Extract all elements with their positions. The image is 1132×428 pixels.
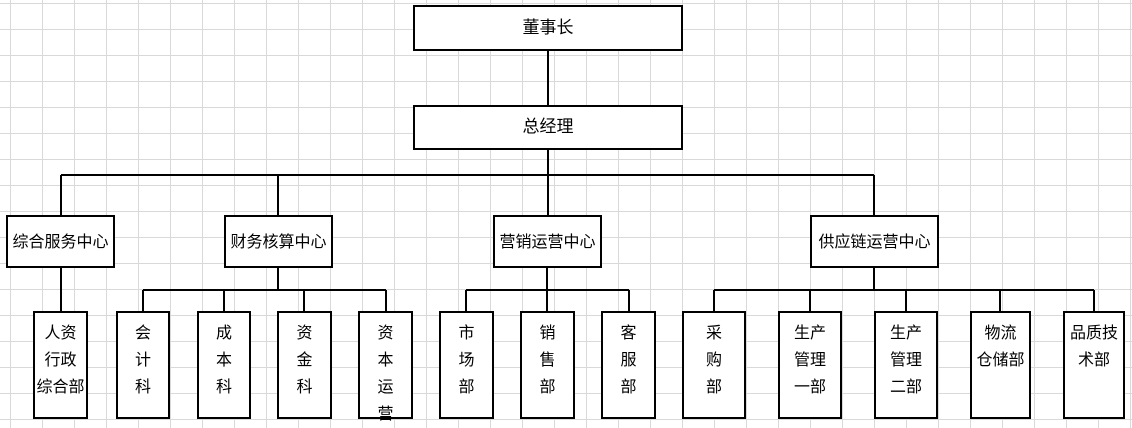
org-node-label-line: 部 bbox=[620, 377, 637, 396]
org-node-label-line: 会 bbox=[134, 323, 151, 342]
org-node-label-line: 部 bbox=[705, 377, 722, 396]
org-node-funds-section: 资金科 bbox=[277, 311, 332, 419]
org-node-cost-section: 成本科 bbox=[197, 311, 251, 419]
org-node-label-line: 部 bbox=[458, 377, 475, 396]
org-node-label-line: 科 bbox=[296, 377, 313, 396]
org-node-label-line: 成 bbox=[215, 323, 232, 342]
org-node-production-mgmt-1: 生产管理一部 bbox=[778, 311, 842, 419]
org-node-label-line: 一部 bbox=[793, 377, 826, 396]
org-node-label-line: 二部 bbox=[889, 377, 922, 396]
org-node-label-line: 供应链运营中心 bbox=[818, 232, 931, 251]
org-node-label-line: 金 bbox=[296, 350, 313, 369]
org-node-label-line: 客 bbox=[620, 323, 637, 342]
org-node-supply-chain-ops: 供应链运营中心 bbox=[810, 215, 939, 268]
org-node-logistics-warehouse: 物流仓储部 bbox=[970, 311, 1031, 419]
org-node-label-line: 资 bbox=[296, 323, 313, 342]
org-node-label-line: 服 bbox=[620, 350, 637, 369]
org-node-label-line: 总经理 bbox=[522, 117, 574, 137]
org-node-label-line: 营销运营中心 bbox=[499, 232, 596, 251]
org-node-label-line: 董事长 bbox=[522, 17, 574, 38]
org-node-label-line: 科 bbox=[215, 377, 232, 396]
org-node-capital-ops-section: 资本运营科 bbox=[358, 311, 413, 423]
org-node-marketing-ops: 营销运营中心 bbox=[493, 215, 602, 268]
org-node-market-dept: 市场部 bbox=[439, 311, 494, 419]
org-node-label-line: 资 bbox=[377, 323, 394, 342]
org-node-label-line: 购 bbox=[705, 350, 722, 369]
org-node-label-line: 售 bbox=[539, 350, 556, 369]
org-node-label-line: 计 bbox=[134, 350, 151, 369]
org-node-accounting-section: 会计科 bbox=[116, 311, 170, 419]
org-node-label-line: 综合部 bbox=[36, 377, 85, 396]
org-node-general-manager: 总经理 bbox=[413, 105, 683, 150]
org-node-label-line: 生产 bbox=[793, 323, 826, 342]
org-node-sales-dept: 销售部 bbox=[520, 311, 575, 419]
org-node-label-line: 生产 bbox=[889, 323, 922, 342]
org-node-label-line: 场 bbox=[458, 350, 475, 369]
org-node-label-line: 科 bbox=[134, 377, 151, 396]
org-node-label-line: 综合服务中心 bbox=[12, 232, 109, 251]
org-node-label-line: 本 bbox=[215, 350, 232, 369]
org-node-label-line: 本 bbox=[377, 350, 394, 369]
org-node-label-line: 采 bbox=[705, 323, 722, 342]
org-node-hr-admin: 人资行政综合部 bbox=[33, 311, 88, 419]
org-node-label-line: 行政 bbox=[44, 350, 77, 369]
org-node-label-line: 市 bbox=[458, 323, 475, 342]
org-node-production-mgmt-2: 生产管理二部 bbox=[874, 311, 938, 419]
org-node-finance-accounting: 财务核算中心 bbox=[224, 215, 333, 268]
org-node-label-line: 财务核算中心 bbox=[230, 232, 327, 251]
org-node-label-line: 物流 bbox=[984, 323, 1017, 342]
org-node-label-line: 品质技 bbox=[1069, 323, 1118, 342]
org-node-label-line: 管理 bbox=[793, 350, 826, 369]
org-node-label-line: 人资 bbox=[44, 323, 77, 342]
org-node-quality-tech: 品质技术部 bbox=[1063, 311, 1125, 419]
org-node-general-service: 综合服务中心 bbox=[6, 215, 115, 268]
org-node-label-line: 销 bbox=[539, 323, 556, 342]
org-node-label-line: 运 bbox=[377, 377, 394, 396]
org-node-label-line: 部 bbox=[539, 377, 556, 396]
org-node-label-line: 营 bbox=[377, 404, 394, 423]
org-node-label-line: 仓储部 bbox=[976, 350, 1025, 369]
org-node-chairman: 董事长 bbox=[413, 5, 683, 51]
org-node-procurement-dept: 采购部 bbox=[682, 311, 746, 419]
org-node-label-line: 管理 bbox=[889, 350, 922, 369]
org-node-customer-service: 客服部 bbox=[601, 311, 656, 419]
org-node-label-line: 术部 bbox=[1077, 350, 1110, 369]
